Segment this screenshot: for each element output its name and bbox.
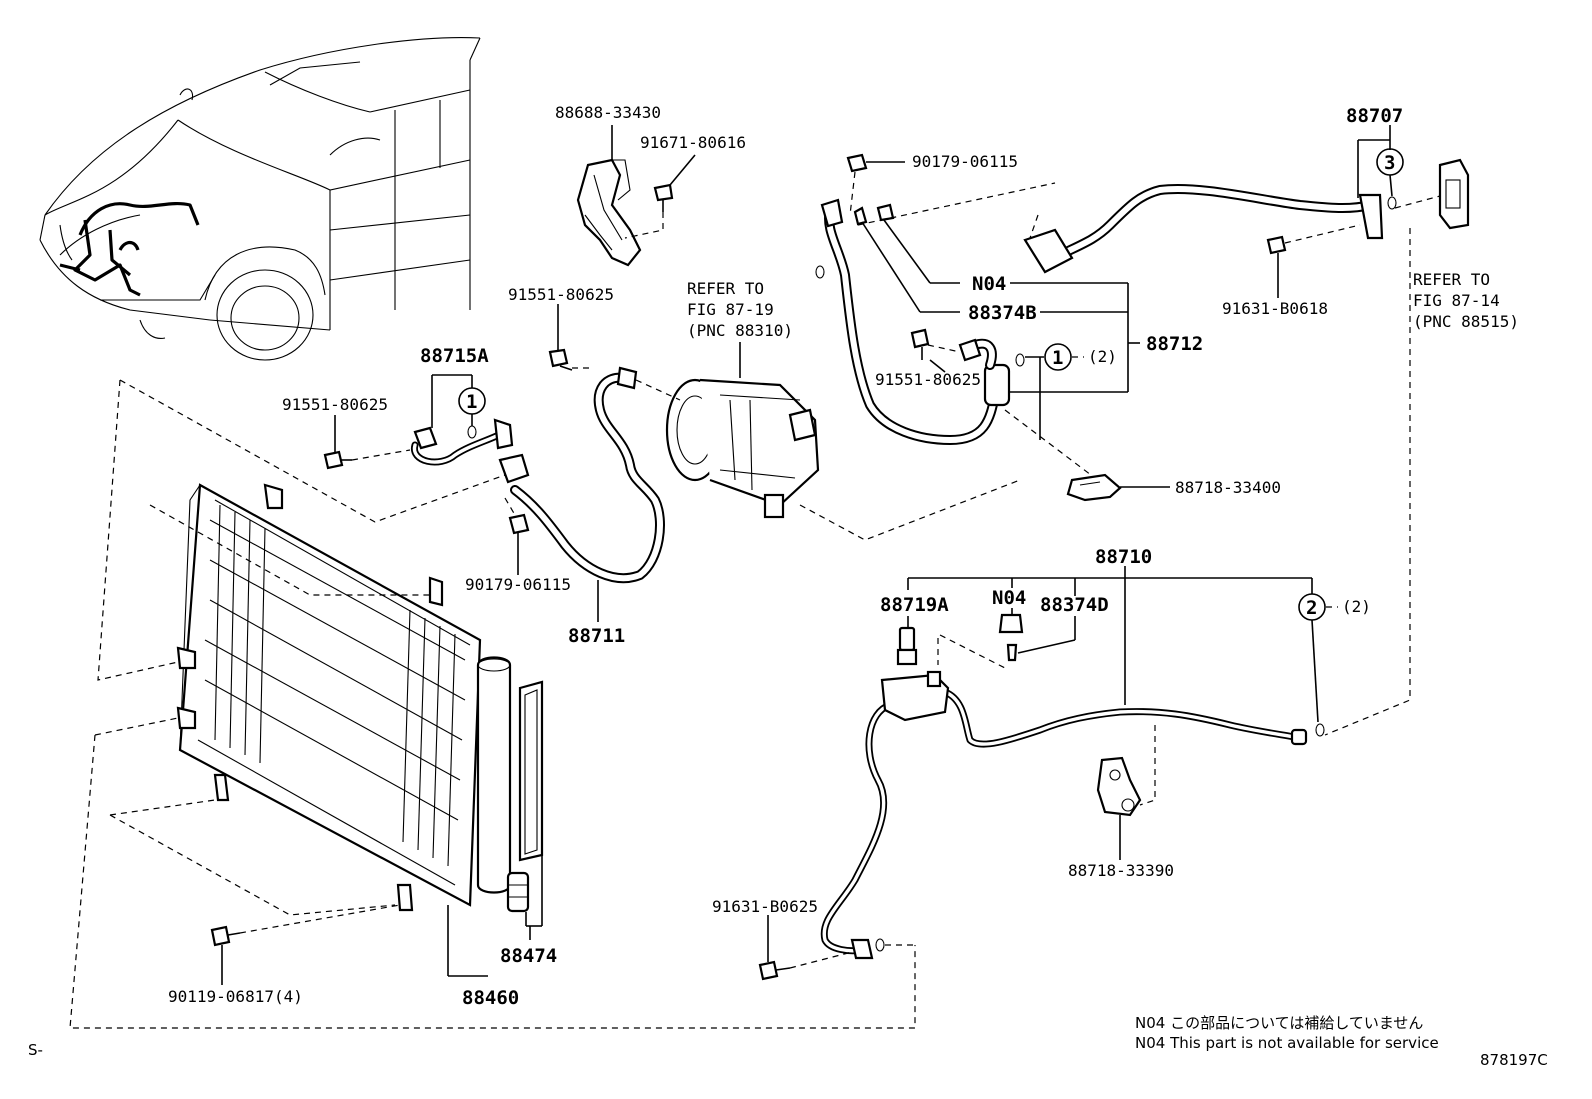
label-90179-06115-top: 90179-06115 [912,152,1018,171]
nut-90179-top [846,153,868,173]
bolt-91551-left [323,450,352,470]
vehicle-illustration [39,37,481,361]
bolt-91551-mid [548,348,573,371]
label-88719a: 88719A [880,594,949,616]
label-refer-to-87-19-l1: REFER TO [687,279,764,298]
label-88718-33400: 88718-33400 [1175,478,1281,497]
label-refer-to-87-19-l3: (PNC 88310) [687,321,793,340]
label-88707: 88707 [1346,105,1403,127]
callout-1-left: 1 [466,391,477,413]
label-91551-80625-mid: 91551-80625 [508,285,614,304]
valve-core-88374d [1006,643,1018,662]
label-88688-33430: 88688-33430 [555,103,661,122]
figure-code: 878197C [1480,1051,1548,1069]
label-88460: 88460 [462,987,519,1009]
label-refer-to-87-14-l2: FIG 87-14 [1413,291,1500,310]
label-90119-06817-4: 90119-06817(4) [168,987,303,1006]
label-n04-mid: N04 [992,587,1026,609]
label-91631-b0625: 91631-B0625 [712,897,818,916]
bolt-91551-right [910,328,930,360]
callout-2: 2 [1306,597,1317,619]
hose-88712 [820,198,1011,445]
bracket-88688 [576,158,642,267]
bolt-91631-b0625 [758,960,791,981]
hose-88711 [498,366,665,584]
label-refer-to-87-19-l2: FIG 87-19 [687,300,774,319]
callout-3: 3 [1384,152,1395,174]
compressor [665,378,820,519]
label-91551-80625-right: 91551-80625 [875,370,981,389]
bolt-91631-b0618 [1266,235,1287,265]
bracket-88718-33400 [1066,473,1122,502]
label-88718-33390: 88718-33390 [1068,861,1174,880]
bolt-91671 [653,183,674,212]
label-refer-to-87-14-l1: REFER TO [1413,270,1490,289]
label-91551-80625-left: 91551-80625 [282,395,388,414]
label-qty-2-top: (2) [1088,347,1117,366]
receiver-dryer [476,656,512,894]
cap-n04-mid [998,613,1024,634]
element-88474 [506,680,544,913]
label-88710: 88710 [1095,546,1152,568]
nut-90179-mid [508,513,530,535]
label-n04-top: N04 [972,273,1006,295]
label-88712: 88712 [1146,333,1203,355]
condenser-88460 [176,483,482,912]
label-88474: 88474 [500,945,557,967]
corner-mark-left: S- [28,1041,43,1059]
clamp-88718-33390 [1096,756,1142,817]
pressure-switch-88719a [896,626,918,666]
note-n04-japanese: N04 この部品については補給していません [1135,1014,1423,1032]
label-qty-2-bottom: (2) [1342,597,1371,616]
expansion-valve [1438,158,1470,230]
label-88711: 88711 [568,625,625,647]
tube-88710 [820,670,1308,960]
tube-88707 [1023,184,1384,274]
note-n04-english: N04 This part is not available for servi… [1135,1034,1439,1052]
callout-1-right: 1 [1052,347,1063,369]
label-refer-to-87-14-l3: (PNC 88515) [1413,312,1519,331]
label-91671-80616: 91671-80616 [640,133,746,152]
hose-88715a [411,418,514,466]
label-91631-b0618: 91631-B0618 [1222,299,1328,318]
label-88374d: 88374D [1040,594,1109,616]
bolt-90119 [210,925,241,947]
label-88374b: 88374B [968,302,1037,324]
label-90179-06115-mid: 90179-06115 [465,575,571,594]
condenser-fins [204,504,466,867]
label-88715a: 88715A [420,345,489,367]
